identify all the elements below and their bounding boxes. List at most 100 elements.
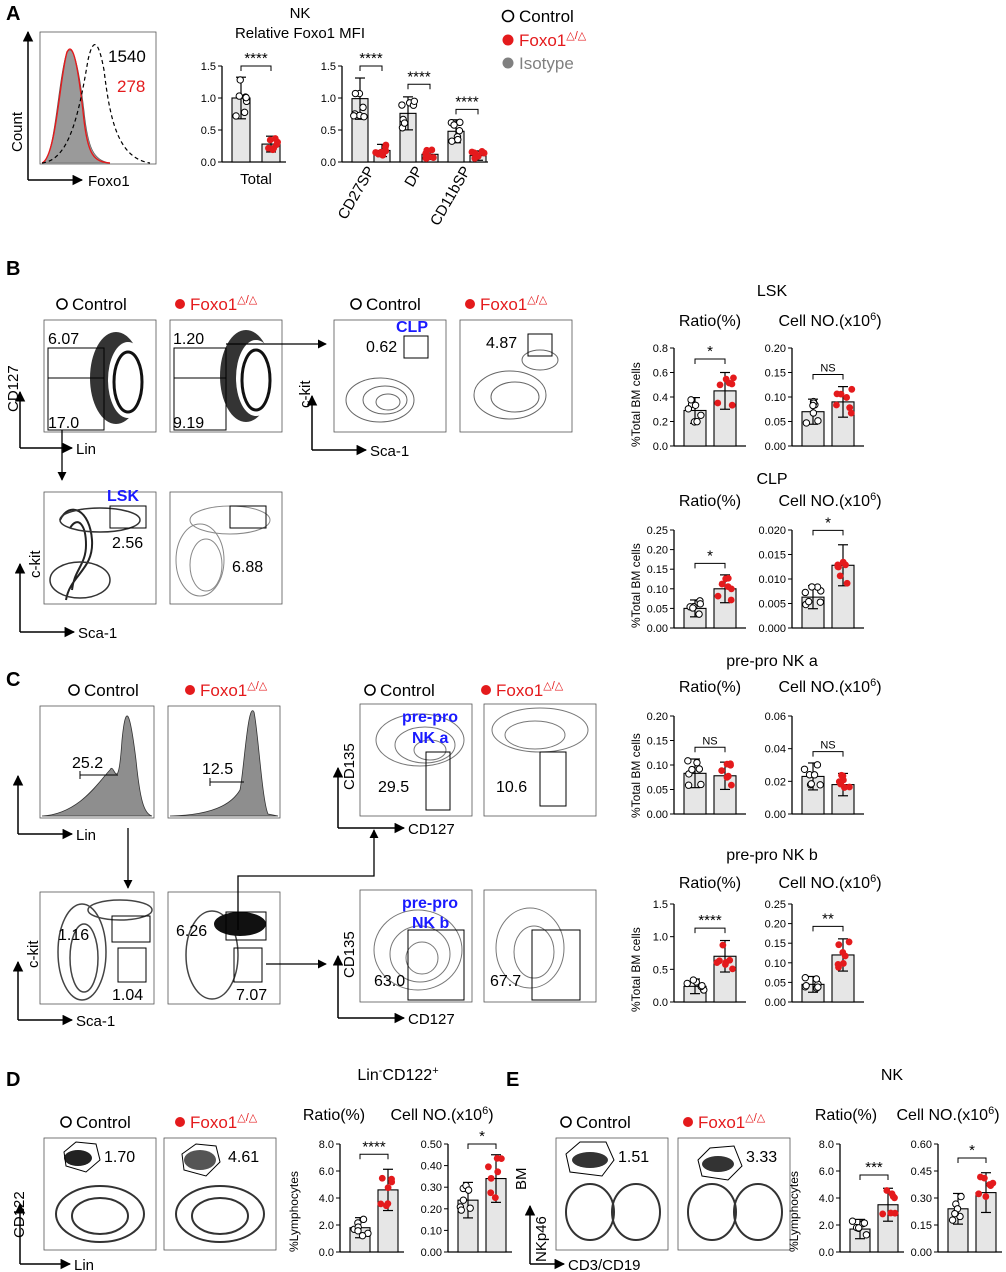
y-tick-label: 1.5 (201, 61, 216, 73)
c-ckit-foxo: 6.26 7.07 (167, 891, 281, 1005)
c-ckit-control: 1.16 1.04 (39, 891, 155, 1005)
legend-isotype: Isotype (519, 54, 574, 73)
dot-control (693, 758, 701, 767)
dot-control (455, 126, 464, 135)
y-tick-label: 0.10 (647, 584, 668, 596)
dot-foxo (982, 1193, 990, 1200)
dot-control (948, 1216, 957, 1224)
dot-control (464, 1186, 473, 1194)
sig-bracket (812, 925, 844, 932)
dot-foxo (274, 138, 281, 146)
d-c-value: 1.70 (104, 1149, 135, 1166)
y-tick-label: 0.05 (647, 603, 668, 615)
svg-text:Lin-CD122+: Lin-CD122+ (357, 1065, 438, 1084)
dot-foxo (834, 561, 842, 569)
dot-foxo (725, 379, 733, 387)
dot-control (354, 1227, 362, 1235)
dot-foxo (727, 596, 735, 604)
dot-foxo (729, 965, 736, 973)
dot-control (807, 780, 815, 788)
dot-foxo (730, 374, 737, 382)
dot-foxo (843, 394, 851, 401)
d-title-cd122: CD122 (382, 1067, 432, 1084)
sig-bracket (694, 562, 726, 569)
y-tick-label: 4.0 (819, 1193, 834, 1205)
svg-text:Foxo1△/△: Foxo1△/△ (190, 294, 258, 314)
e-axis-nkp46: NKp46 (533, 1216, 550, 1262)
c-a-title: pre-pro NK a (726, 653, 818, 670)
dot-foxo (847, 409, 855, 417)
dot-foxo (716, 957, 723, 965)
dot-foxo (719, 941, 727, 949)
y-tick-label: 0.000 (758, 623, 786, 635)
mfi-control-value: 1540 (108, 47, 146, 66)
dot-control (808, 583, 816, 591)
d-cellno: Cell NO.(x10 (390, 1107, 482, 1124)
b-lsk-title: LSK (757, 283, 788, 300)
y-tick-label: 0.25 (647, 525, 668, 537)
svg-text:Foxo1△/△: Foxo1△/△ (698, 1112, 766, 1132)
dot-control (684, 757, 692, 765)
y-tick-label: 0.015 (758, 550, 786, 562)
dot-control (802, 981, 810, 990)
bar-chart-E-cellno: 0.000.150.300.450.60* (911, 1139, 1002, 1259)
c-a-ratio: Ratio(%) (679, 679, 741, 696)
dot-foxo (487, 1174, 495, 1182)
c-gate-b2: NK b (412, 915, 450, 932)
sig-bracket (812, 373, 844, 380)
c-b-cellno-end: ) (876, 875, 881, 892)
c-ylabel-1: %Total BM cells (629, 733, 643, 818)
dot-foxo (727, 585, 735, 593)
dot-control (951, 1209, 959, 1218)
e-axis-bm: BM (513, 1168, 530, 1191)
dot-foxo (845, 938, 853, 946)
c-head-foxo-2-sup: △/△ (543, 680, 564, 692)
dot-control (359, 1215, 368, 1224)
dot-control (350, 112, 358, 120)
dot-foxo (837, 390, 845, 398)
c-b-cellno-sup: 6 (870, 873, 876, 885)
dot-control (448, 137, 456, 145)
hist-ylabel: Count (9, 111, 26, 152)
d-axis-cd122: CD122 (11, 1191, 28, 1238)
c-b-ratio: Ratio(%) (679, 875, 741, 892)
dot-foxo (718, 580, 726, 588)
legend-foxo-sup: △/△ (566, 30, 587, 42)
y-tick-label: 0.020 (758, 525, 786, 537)
b-f-low-value: 9.19 (173, 415, 204, 432)
dot-foxo (487, 1189, 495, 1197)
dot-foxo (839, 960, 847, 967)
dot-control (359, 103, 367, 112)
c-axis-lin: Lin (76, 827, 96, 844)
e-ratio: Ratio(%) (815, 1107, 877, 1124)
sig-bracket (407, 83, 431, 90)
c-a-axis-cd135: CD135 (341, 743, 358, 790)
dot-foxo (716, 381, 724, 389)
y-tick-label: 0.30 (421, 1182, 442, 1194)
sig-label: **** (698, 912, 722, 929)
b-head-foxo-2: Foxo1 (480, 295, 527, 314)
dot-foxo (384, 1184, 392, 1192)
b-clp-title: CLP (756, 471, 787, 488)
y-tick-label: 1.5 (321, 61, 336, 73)
category-label: CD11bSP (427, 164, 475, 229)
dot-control (683, 979, 691, 988)
y-tick-label: 0.00 (765, 441, 786, 453)
dot-foxo (841, 784, 848, 791)
sig-bracket (240, 65, 272, 71)
dot-control (688, 765, 696, 774)
y-tick-label: 6.0 (819, 1166, 834, 1178)
dot-control (693, 417, 701, 426)
d-axis-lin: Lin (74, 1257, 94, 1272)
e-cellno-end: ) (994, 1107, 999, 1124)
y-tick-label: 0.10 (421, 1225, 442, 1237)
dot-control (697, 411, 705, 419)
y-tick-label: 0.10 (765, 392, 786, 404)
y-tick-label: 0.20 (765, 343, 786, 355)
bar-chart-CLP-ratio: 0.000.050.100.150.200.25* (647, 525, 746, 635)
y-tick-label: 0.20 (647, 545, 668, 557)
y-tick-label: 0.0 (653, 441, 668, 453)
dot-control (358, 1231, 367, 1240)
